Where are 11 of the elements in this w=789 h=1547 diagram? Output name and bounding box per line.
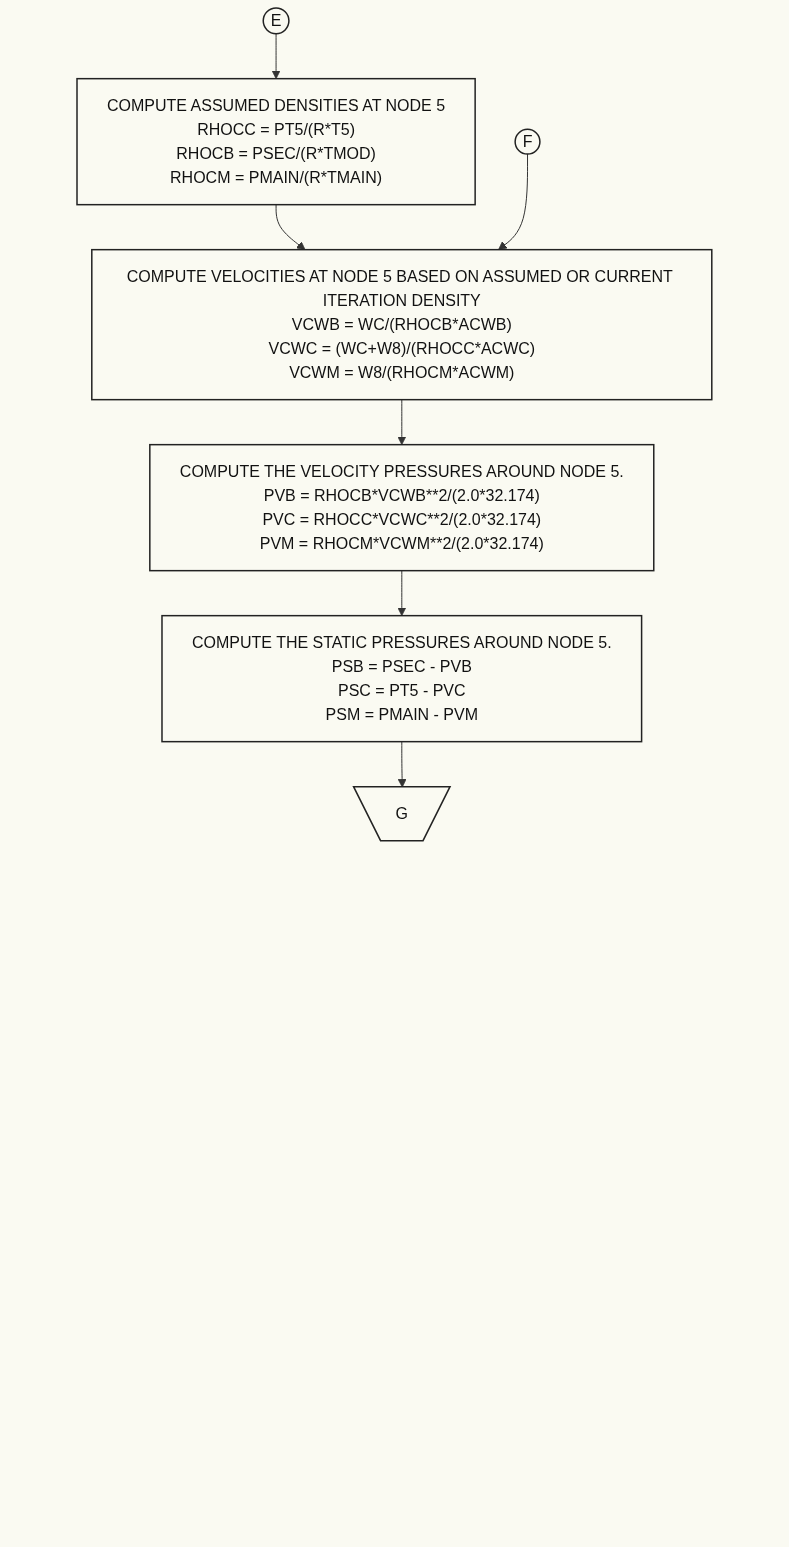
arrow bbox=[275, 204, 306, 251]
arrow bbox=[271, 33, 281, 80]
node-box: COMPUTE THE VELOCITY PRESSURES AROUND NODE 5. PVB = RHOCB*VCWB**2/(2.0*32.174) PVC = RHOCC*VCWC**2/(2.0*32.174) PVM = RHOCM*VCWM**2/(2.0*32.174) bbox=[149, 443, 655, 572]
node-circle: F bbox=[514, 128, 541, 155]
arrow bbox=[498, 153, 529, 251]
arrow bbox=[397, 399, 407, 446]
node-circle: E bbox=[262, 7, 290, 35]
node-box: COMPUTE THE STATIC PRESSURES AROUND NODE 5. PSB = PSEC - PVB PSC = PT5 - PVC PSM = PMAIN - PVM bbox=[161, 614, 643, 743]
node-box: COMPUTE ASSUMED DENSITIES AT NODE 5 RHOCC = PT5/(R*T5) RHOCB = PSEC/(R*TMOD) RHOCM = PMAIN/(R*TMAIN) bbox=[76, 77, 476, 206]
node-box: COMPUTE VELOCITIES AT NODE 5 BASED ON ASSUMED OR CURRENT ITERATION DENSITY VCWB = WC/(RHOCB*ACWB) VCWC = (WC+W8)/(RHOCC*ACWC) VCWM = W8/(RHOCM*ACWM) bbox=[91, 248, 713, 401]
arrow bbox=[397, 570, 407, 617]
